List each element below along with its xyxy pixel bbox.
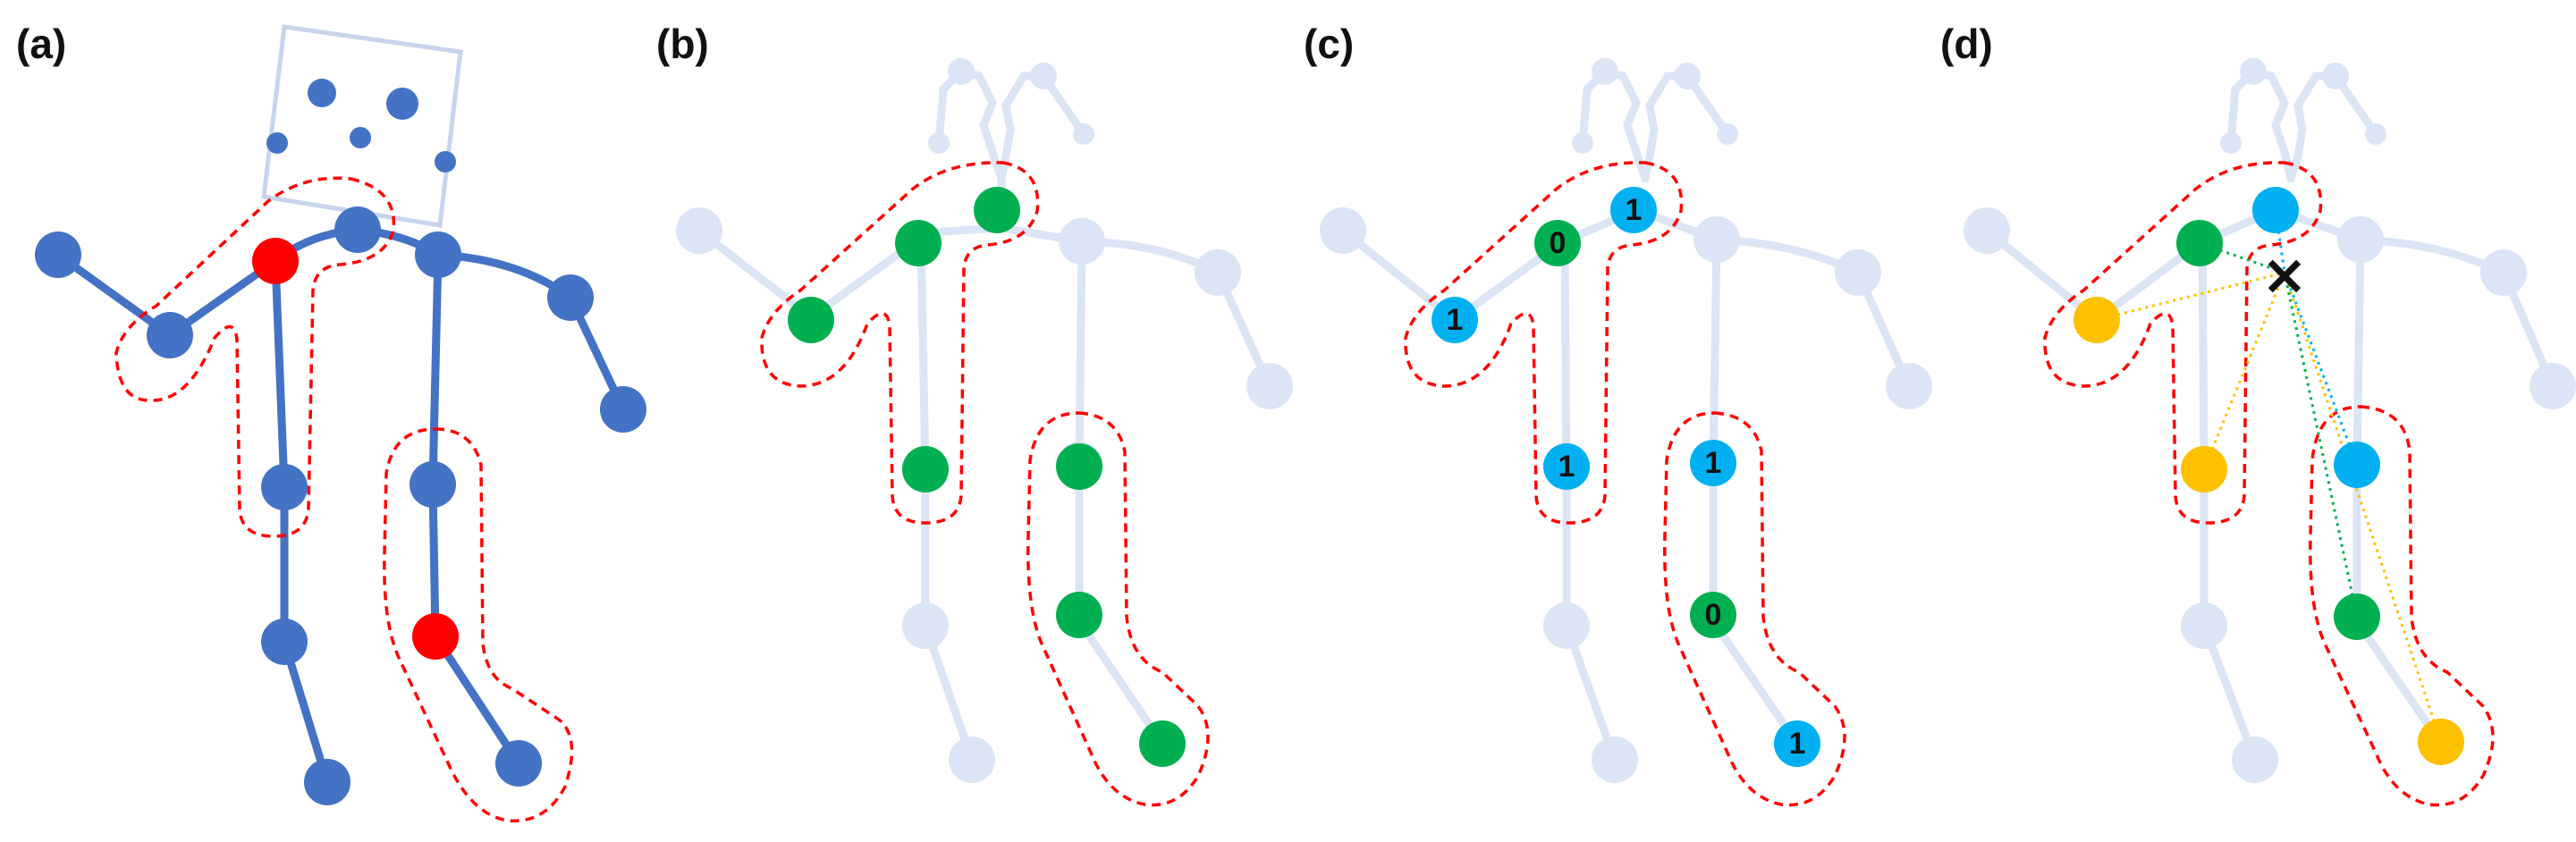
green-joints (2176, 220, 2380, 640)
joint-badge-7 (1774, 720, 1820, 767)
badge-label: 1 (1705, 446, 1722, 480)
panel-label-d: (d) (1940, 21, 1993, 67)
joint-badge-5 (1690, 440, 1736, 486)
green-joints (788, 187, 1186, 767)
joint-badge-1 (1610, 187, 1657, 233)
center-cross-mark: × (2261, 242, 2308, 307)
faded-joints (1320, 58, 1932, 783)
panel-a (35, 24, 646, 823)
skeleton-bones (54, 225, 628, 787)
faded-joints (676, 58, 1293, 783)
panel-c: 1 0 1 1 1 0 1 (1320, 58, 1932, 807)
faded-skeleton (695, 67, 1274, 764)
faded-skeleton (1982, 67, 2557, 764)
badge-label: 1 (1789, 727, 1806, 761)
joint-badge-6 (1690, 592, 1736, 638)
badge-joints: 1 0 1 1 1 0 1 (1432, 187, 1820, 767)
panel-label-a: (a) (16, 21, 67, 67)
group-outlines (1404, 161, 1846, 807)
badge-label: 1 (1447, 303, 1464, 337)
panel-d: × (1964, 58, 2576, 807)
panel-label-b: (b) (656, 21, 709, 67)
frame-dots (266, 79, 456, 173)
faded-skeleton (1339, 67, 1913, 764)
group-outlines (114, 176, 574, 823)
frame-outline (261, 24, 463, 228)
badge-label: 1 (1626, 193, 1643, 227)
badge-label: 1 (1558, 450, 1575, 484)
blue-joints (2252, 187, 2380, 488)
panel-b (676, 58, 1293, 807)
group-outlines (2043, 161, 2495, 807)
faded-joints (1964, 58, 2576, 783)
yellow-joints (2073, 297, 2464, 765)
highlighted-joints (252, 238, 459, 660)
joint-badge-3 (1432, 297, 1478, 343)
joint-badge-4 (1543, 443, 1590, 490)
panel-label-c: (c) (1304, 21, 1355, 67)
skeleton-joints (35, 206, 646, 805)
group-outlines (760, 161, 1210, 807)
badge-label: 0 (1705, 598, 1722, 632)
joint-badge-2 (1534, 220, 1581, 266)
badge-label: 0 (1550, 226, 1567, 260)
